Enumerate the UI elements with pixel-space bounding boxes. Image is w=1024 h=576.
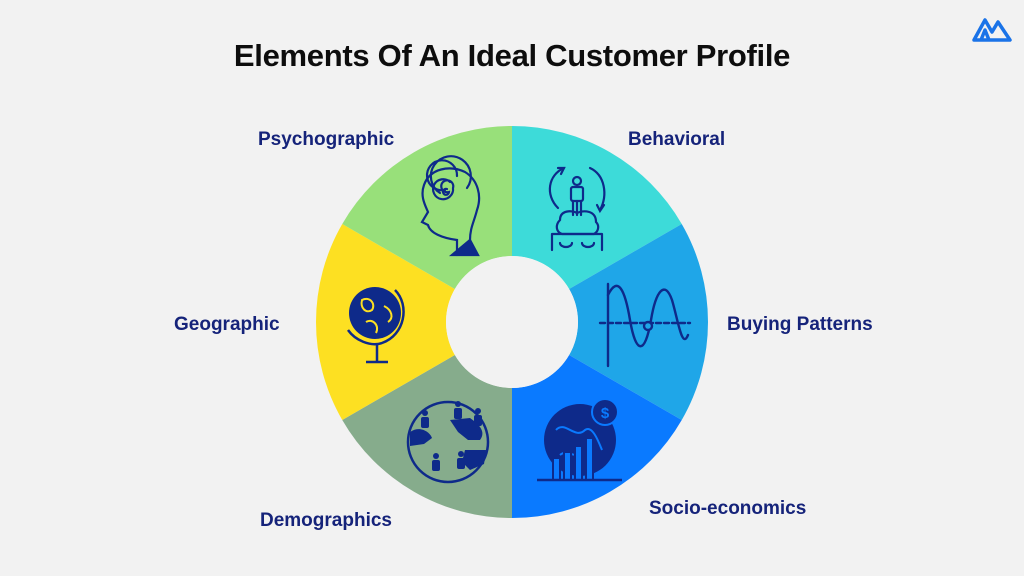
person-brain-cycle-icon bbox=[548, 166, 606, 252]
center-hole bbox=[446, 256, 578, 388]
globe-stand-icon bbox=[346, 287, 405, 364]
svg-text:$: $ bbox=[601, 405, 610, 422]
sine-wave-graph-icon bbox=[598, 282, 692, 368]
label-socio-economics: Socio-economics bbox=[649, 498, 807, 519]
head-spiral-icon bbox=[420, 155, 481, 257]
segment-behavioral bbox=[512, 126, 682, 289]
page-title: Elements Of An Ideal Customer Profile bbox=[233, 38, 791, 73]
label-behavioral: Behavioral bbox=[628, 129, 726, 150]
label-psychographic: Psychographic bbox=[258, 129, 395, 150]
globe-people-icon bbox=[406, 400, 490, 484]
label-buying-patterns: Buying Patterns bbox=[727, 314, 873, 335]
label-demographics: Demographics bbox=[260, 510, 392, 531]
mountain-logo-icon bbox=[972, 18, 1012, 42]
segment-buying-patterns bbox=[569, 224, 708, 420]
globe-dollar-bar-chart-icon: $ bbox=[537, 398, 622, 482]
label-geographic: Geographic bbox=[174, 314, 280, 335]
